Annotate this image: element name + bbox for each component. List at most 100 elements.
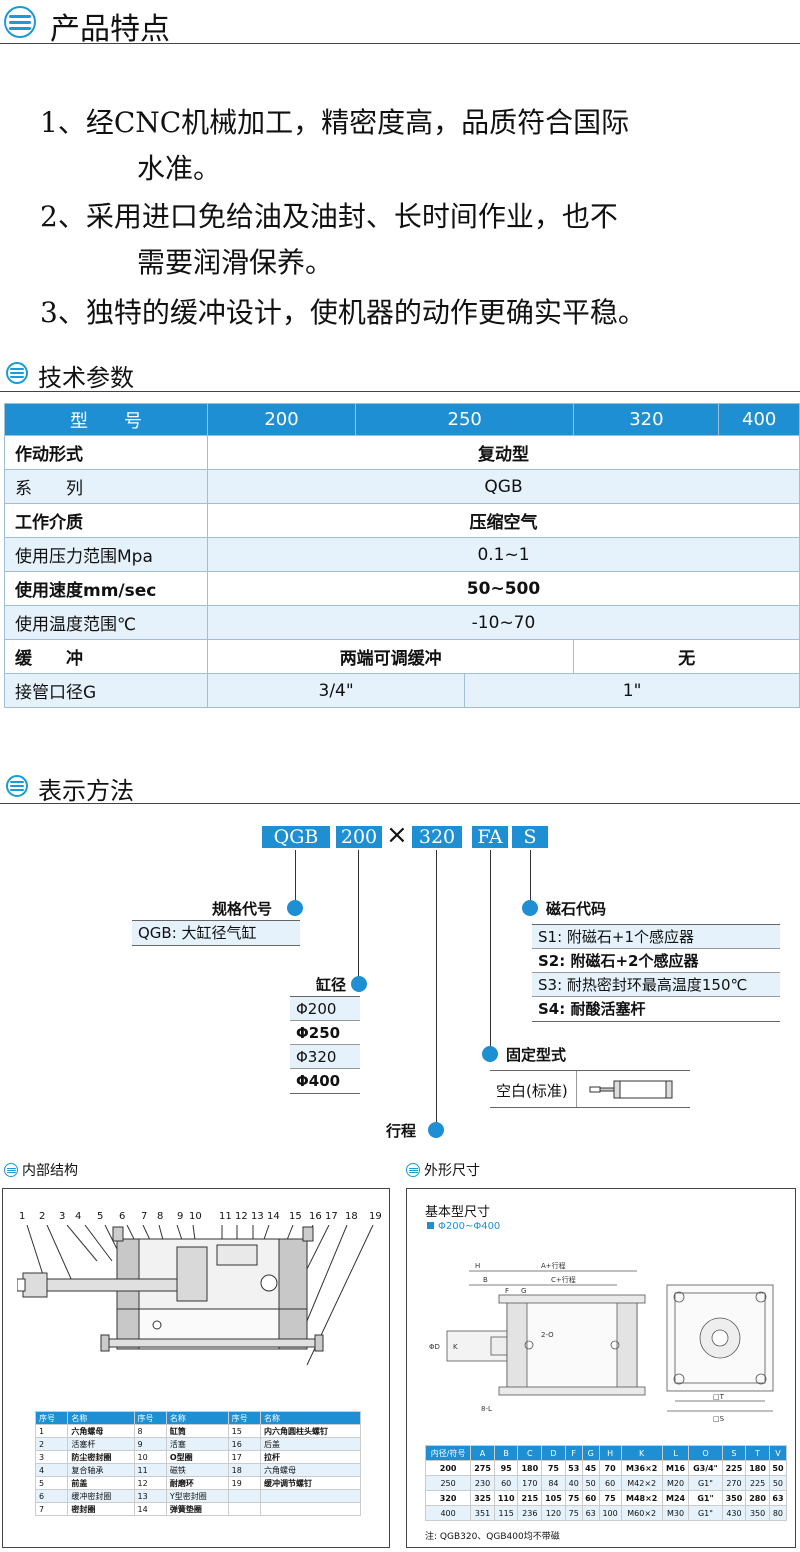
dim-label-o: 2-O [541,1331,554,1339]
dims-cell: 84 [541,1475,566,1491]
part-number: 7 [141,1211,148,1222]
parts-cell: 缓冲调节螺钉 [260,1476,361,1490]
mount-dot [482,1046,498,1062]
dim-label-f: F [505,1287,509,1295]
feature-3-line1: 3、独特的缓冲设计，使机器的动作更确实平稳。 [40,296,646,329]
code-bore: 200 [336,826,382,848]
dims-cell: M30 [661,1505,690,1521]
dims-cell: 100 [598,1505,622,1521]
dims-cell: 120 [541,1505,566,1521]
parts-cell: 活塞杆 [67,1437,135,1451]
dimensions-subtitle: 基本型尺寸 [425,1205,491,1220]
spec-row-label: 使用温度范围℃ [4,605,208,640]
dims-cell: G1" [688,1490,723,1506]
parts-cell: 19 [227,1476,262,1490]
part-number: 2 [39,1211,46,1222]
spec-row: 作动形式 复动型 [4,435,800,470]
dims-cell: 75 [598,1490,622,1506]
part-number: 12 [235,1211,248,1222]
spec-port-200: 3/4" [206,673,466,708]
spec-port-other: 1" [464,673,800,708]
parts-cell: 内六角圆柱头螺钉 [260,1424,361,1438]
spec-row-value: 复动型 [207,435,800,470]
dims-cell: 170 [517,1475,543,1491]
leader-mount [490,850,491,1054]
dims-cell: 225 [745,1475,770,1491]
spec-cushion-none: 无 [573,639,800,674]
spec-table: 型 号 200 250 320 400 作动形式 复动型 系 列 QGB 工作介… [4,403,800,708]
dims-header: B [493,1445,519,1461]
magnet-dot [522,900,538,916]
parts-header-row: 序号 名称 序号 名称 序号 名称 [34,1411,361,1425]
brand-logo-icon [4,6,36,38]
dims-cell: 275 [470,1460,495,1476]
parts-cell: 11 [133,1463,167,1477]
spec-code-item: QGB: 大缸径气缸 [132,921,300,945]
spec-row-label: 使用速度mm/sec [4,571,208,606]
parts-cell: 磁铁 [165,1463,229,1477]
part-number: 11 [219,1211,232,1222]
parts-cell: 9 [133,1437,167,1451]
spec-model-320: 320 [573,403,720,436]
dims-cell: G3/4" [688,1460,723,1476]
dims-cell: 351 [470,1505,495,1521]
dims-cell: M24 [661,1490,690,1506]
dims-cell: 350 [721,1490,747,1506]
dim-label-g: G [521,1287,526,1295]
features-title: 产品特点 [50,12,170,47]
brand-logo-icon [4,1163,18,1177]
spec-row-cushion: 缓 冲 两端可调缓冲 无 [4,639,800,674]
parts-cell [227,1502,262,1516]
dims-cell: 215 [517,1490,543,1506]
parts-cell: 4 [34,1463,69,1477]
dims-cell: 270 [721,1475,747,1491]
parts-header: 序号 [227,1411,262,1425]
part-number: 17 [325,1211,338,1222]
parts-header: 名称 [165,1411,229,1425]
spec-model-400: 400 [718,403,800,436]
dims-cell: 50 [768,1460,788,1476]
parts-cell: 六角螺母 [67,1424,135,1438]
parts-cell: 17 [227,1450,262,1464]
parts-cell: 六角螺母 [260,1463,361,1477]
dim-label-h: H [475,1262,480,1270]
spec-row-value: -10~70 [207,605,800,640]
parts-cell: 弹簧垫圈 [165,1502,229,1516]
dims-header: K [620,1445,663,1461]
dim-label-l: 8-L [481,1405,492,1413]
cylinder-section-drawing [17,1225,374,1366]
dims-cell: 325 [470,1490,495,1506]
spec-row-label: 接管口径G [4,673,208,708]
magnet-item: S3: 耐热密封环最高温度150℃ [532,973,780,997]
notation-title: 表示方法 [38,777,134,805]
magnet-item: S2: 附磁石+2个感应器 [532,949,780,973]
dims-cell: M42×2 [620,1475,663,1491]
spec-row-label: 系 列 [4,469,208,504]
part-number: 10 [189,1211,202,1222]
parts-cell: 后盖 [260,1437,361,1451]
part-number: 18 [345,1211,358,1222]
stroke-dot [428,1122,444,1138]
magnet-box: S1: 附磁石+1个感应器 S2: 附磁石+2个感应器 S3: 耐热密封环最高温… [532,924,780,1022]
parts-cell: 3 [34,1450,69,1464]
mount-box: 空白(标准) [490,1070,690,1108]
dimensions-range: Φ200~Φ400 [427,1221,500,1232]
spec-row-value: 压缩空气 [207,503,800,538]
part-number: 13 [251,1211,264,1222]
code-mount: FA [472,826,508,848]
part-number: 19 [369,1211,382,1222]
bore-item: Φ400 [296,1072,341,1090]
dims-cell: 230 [470,1475,495,1491]
parts-cell: 6 [34,1489,69,1503]
parts-cell: 12 [133,1476,167,1490]
spec-row: 使用压力范围Mpa 0.1~1 [4,537,800,572]
leader-magnet [530,850,531,908]
dims-cell: 95 [493,1460,519,1476]
spec-cushion-adjustable: 两端可调缓冲 [206,639,575,674]
parts-cell: 防尘密封圈 [67,1450,135,1464]
dims-header: V [768,1445,788,1461]
